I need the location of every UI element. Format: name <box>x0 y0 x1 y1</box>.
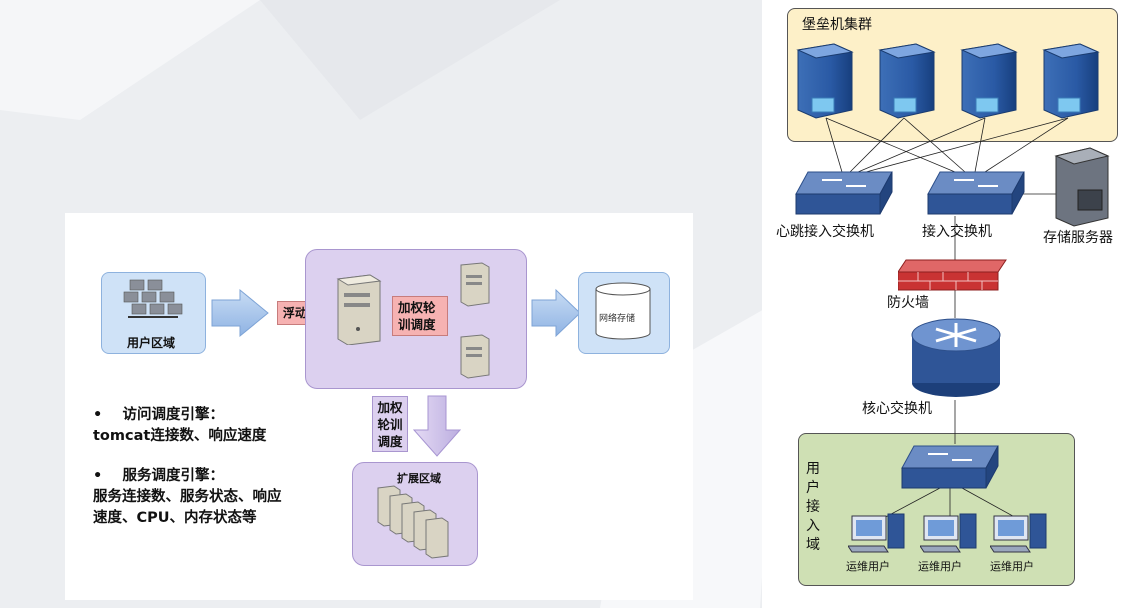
ops-user-2-icon <box>920 513 977 553</box>
network-storage-label: 网络存储 <box>599 314 636 324</box>
server-icon-top <box>460 262 490 307</box>
bastion-cluster-label: 堡垒机集群 <box>802 17 872 33</box>
weighted-rr-vertical-text: 加权轮训调度 <box>377 400 403 449</box>
weighted-rr-vertical-label: 加权轮训调度 <box>372 396 408 452</box>
server-2-icon <box>878 43 936 119</box>
user-zone-label: 用户区域 <box>127 336 176 350</box>
heartbeat-switch-icon <box>795 171 893 215</box>
ops-user-2-label: 运维用户 <box>918 560 962 573</box>
bullet-dot: • <box>93 468 123 484</box>
bullet-access-title: 访问调度引擎： <box>122 407 224 423</box>
user-access-switch-icon <box>901 445 999 489</box>
storage-server-icon <box>1054 147 1110 227</box>
expansion-zone-label: 扩展区域 <box>397 472 441 485</box>
user-access-zone-text: 用户接入域 <box>806 461 820 553</box>
arrow-cluster-to-storage <box>531 288 581 338</box>
ops-user-1-icon <box>848 513 905 553</box>
ops-user-3-label: 运维用户 <box>990 560 1034 573</box>
server-4-icon <box>1042 43 1100 119</box>
bullet-service-line-2: 速度、CPU、内存状态等 <box>93 510 257 526</box>
bullet-service-scheduler: • 服务调度引擎： 服务连接数、服务状态、响应 速度、CPU、内存状态等 <box>93 466 282 529</box>
core-switch-icon <box>911 318 1001 397</box>
bullet-access-scheduler: • 访问调度引擎： tomcat连接数、响应速度 <box>93 405 266 447</box>
storage-cylinder-icon <box>595 282 651 340</box>
bullet-service-line-1: 服务连接数、服务状态、响应 <box>93 489 282 505</box>
bullet-dot: • <box>93 407 123 423</box>
arrow-user-to-cluster <box>211 288 269 338</box>
core-switch-label: 核心交换机 <box>862 401 932 417</box>
ops-user-1-label: 运维用户 <box>846 560 890 573</box>
access-switch-icon <box>927 171 1025 215</box>
bastion-servers <box>796 43 1100 119</box>
firewall-label: 防火墙 <box>887 295 929 311</box>
weighted-rr-text: 加权轮训调度 <box>398 300 436 332</box>
user-access-zone-label: 用户接入域 <box>806 460 824 555</box>
access-switch-label: 接入交换机 <box>922 224 992 240</box>
computers-icon <box>123 279 183 318</box>
server-3-icon <box>960 43 1018 119</box>
bullet-service-title: 服务调度引擎： <box>122 468 224 484</box>
ops-user-3-icon <box>990 513 1047 553</box>
storage-server-label: 存储服务器 <box>1043 230 1113 246</box>
server-1-icon <box>796 43 854 119</box>
arrow-cluster-to-expansion <box>412 395 462 457</box>
server-icon-bottom <box>460 334 490 379</box>
firewall-icon <box>898 259 1007 291</box>
bullet-access-line-1: tomcat连接数、响应速度 <box>93 428 267 444</box>
weighted-rr-label: 加权轮训调度 <box>392 296 448 336</box>
main-server-icon <box>336 274 382 345</box>
expansion-servers-icon <box>377 485 449 559</box>
heartbeat-switch-label: 心跳接入交换机 <box>776 224 874 240</box>
